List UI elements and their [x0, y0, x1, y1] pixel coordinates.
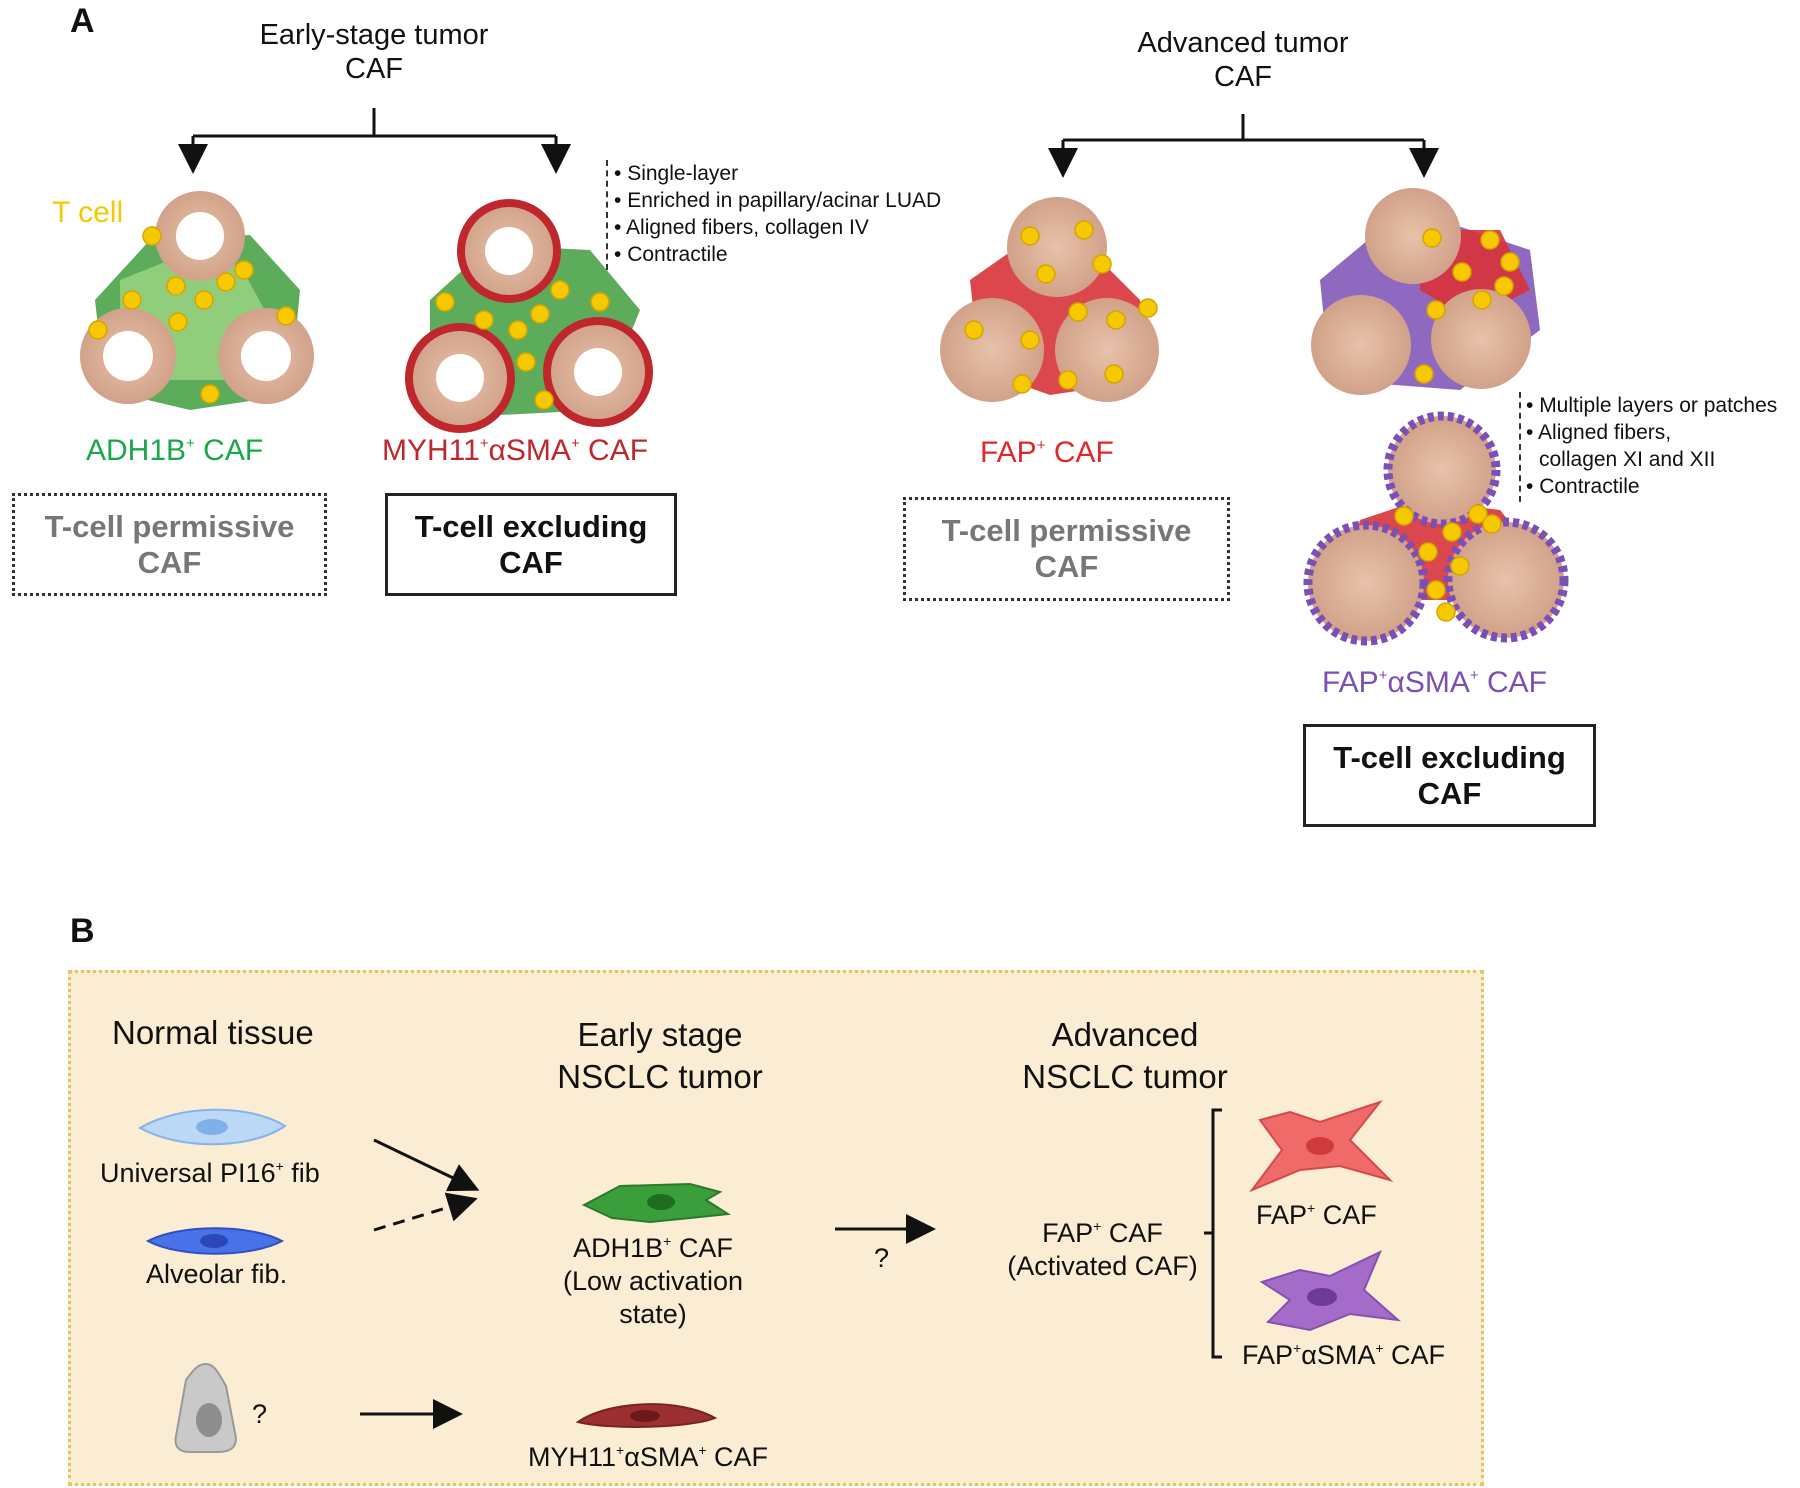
fap-asma-caf-label: FAP+αSMA+ CAF [1322, 666, 1547, 699]
unknown-precursor-cell [174, 1362, 238, 1453]
alveolar-fib-cell [145, 1227, 285, 1255]
myh11-asma-caf-label: MYH11+αSMA+ CAF [382, 434, 649, 467]
early-stage-title-line2: CAF [345, 53, 403, 85]
fap-caf-b-label: FAP+ CAF [1256, 1200, 1377, 1230]
feature-item: • Enriched in papillary/acinar LUAD [614, 189, 942, 212]
transition-unknown-mark: ? [874, 1243, 890, 1273]
advanced-bracket [1204, 1108, 1222, 1359]
tcell-label: T cell [52, 196, 124, 229]
advanced-nsclc-title: Advanced NSCLC tumor [1022, 1016, 1228, 1095]
early-tree-connector [178, 108, 571, 174]
alveolar-fib-label: Alveolar fib. [146, 1259, 288, 1289]
fap-asma-multilayer-cluster [1303, 411, 1569, 646]
fap-asma-caf-cell [1259, 1249, 1402, 1332]
fap-tumor-cluster [940, 197, 1159, 402]
feature-item: • Aligned fibers, [1526, 421, 1672, 444]
myh11-caf-cell [575, 1403, 718, 1428]
universal-pi16-fib-cell [137, 1108, 287, 1146]
panel-a-letter: A [70, 2, 95, 40]
feature-item: • Aligned fibers, collagen IV [614, 216, 869, 239]
feature-item: • Contractile [1526, 475, 1640, 498]
fap-asma-patch-cluster [1311, 188, 1540, 395]
early-stage-title: Early-stage tumor CAF [224, 18, 524, 86]
advanced-tree-connector [1048, 114, 1439, 178]
fap-caf-label: FAP+ CAF [980, 436, 1114, 469]
feature-item: • Multiple layers or patches [1526, 394, 1778, 417]
early-nsclc-title: Early stage NSCLC tumor [557, 1016, 763, 1095]
early-features-brace [606, 160, 608, 270]
early-features-list: • Single-layer • Enriched in papillary/a… [614, 160, 941, 268]
feature-item: • Single-layer [614, 162, 739, 185]
feature-item: collagen XI and XII [1539, 448, 1716, 471]
unknown-origin-mark: ? [252, 1399, 268, 1429]
advanced-title-line2: CAF [1214, 61, 1272, 93]
advanced-features-list: • Multiple layers or patches • Aligned f… [1526, 392, 1777, 500]
panel-b-letter: B [70, 912, 95, 950]
fap-asma-caf-b-label: FAP+αSMA+ CAF [1242, 1340, 1446, 1370]
adh1b-caf-cell [581, 1182, 731, 1224]
adh1b-caf-label: ADH1B+ CAF [86, 434, 264, 467]
advanced-title-line1: Advanced tumor [1137, 27, 1349, 59]
advanced-features-brace [1519, 392, 1521, 502]
myh11-asma-caf-b-label: MYH11+αSMA+ CAF [528, 1442, 769, 1472]
fap-activated-caf-label: FAP+ CAF (Activated CAF) [1007, 1218, 1198, 1281]
panel-b-arrows [360, 1138, 936, 1429]
advanced-title: Advanced tumor CAF [1103, 26, 1383, 94]
fap-caf-cell [1249, 1099, 1394, 1193]
adh1b-tumor-cluster [80, 191, 314, 410]
adh1b-caf-b-label: ADH1B+ CAF (Low activation state) [562, 1233, 744, 1329]
feature-item: • Contractile [614, 243, 728, 266]
normal-tissue-title: Normal tissue [112, 1014, 314, 1051]
universal-pi16-fib-label: Universal PI16+ fib [100, 1158, 320, 1188]
myh11-tumor-cluster [405, 199, 653, 433]
early-stage-title-line1: Early-stage tumor [259, 19, 489, 51]
